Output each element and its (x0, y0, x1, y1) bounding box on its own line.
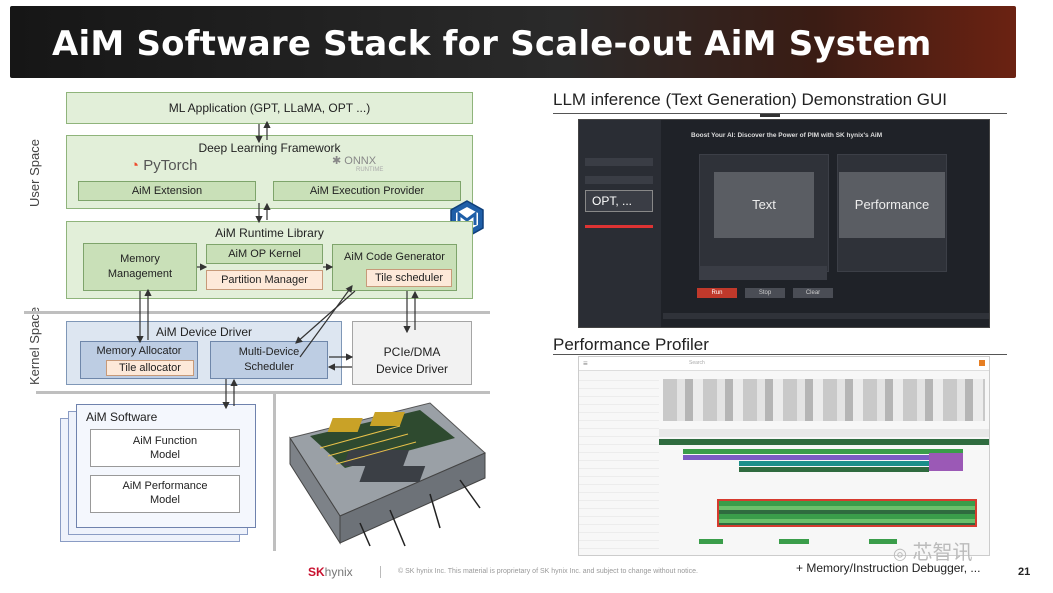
gui-prompt-input (699, 266, 827, 280)
title-bar (10, 6, 1016, 78)
code-generator-label: AiM Code Generator (344, 251, 445, 263)
function-model-label: AiM Function Model (132, 435, 198, 461)
gui-section-rule (553, 113, 1007, 114)
gui-sidebar-select-2 (585, 176, 653, 184)
wechat-icon: ◎ (893, 546, 907, 563)
footer-separator (380, 566, 381, 578)
gui-sidebar-select-1 (585, 158, 653, 166)
gui-clear-button: Clear (793, 288, 833, 298)
onnx-logo: ✱ ONNX (332, 154, 376, 167)
tile-scheduler-box: Tile scheduler (366, 269, 452, 287)
aim-execution-provider-box: AiM Execution Provider (273, 181, 461, 201)
memory-management-box (83, 243, 197, 291)
gui-rule-marker (760, 114, 780, 117)
watermark: ◎ 芯智讯 (893, 536, 973, 565)
partition-manager-box: Partition Manager (206, 270, 323, 290)
user-kernel-divider (24, 311, 490, 314)
pytorch-flame-icon: ◔ (130, 157, 140, 174)
footer-copyright: © SK hynix Inc. This material is proprie… (398, 568, 698, 575)
profiler-bar-8 (869, 539, 897, 544)
multi-device-scheduler-label: Multi-Device Scheduler (238, 346, 300, 373)
profiler-overview-track (663, 379, 985, 421)
device-driver-label: AiM Device Driver (155, 325, 252, 339)
op-kernel-box: AiM OP Kernel (206, 244, 323, 264)
stack-connectors (136, 120, 419, 410)
profiler-bar-3 (739, 461, 939, 466)
gui-model-select: OPT, ... (585, 190, 653, 212)
tile-allocator-box: Tile allocator (106, 360, 194, 376)
pcie-driver-box (352, 321, 472, 385)
gui-slider (585, 225, 653, 228)
profiler-search: Search (689, 360, 705, 366)
profiler-bar-6 (699, 539, 723, 544)
framework-label: Deep Learning Framework (198, 141, 341, 155)
profiler-bar-4 (739, 467, 929, 472)
profiler-row-labels (579, 373, 659, 555)
sk-hynix-logo: SKhynix (308, 565, 353, 579)
page-number: 21 (1018, 566, 1031, 578)
profiler-record-icon (979, 360, 985, 366)
gui-section-title: LLM inference (Text Generation) Demonstr… (553, 90, 948, 109)
gui-performance-panel: Performance (839, 172, 945, 238)
gui-sidebar (579, 120, 661, 327)
server-hardware-image (280, 398, 492, 548)
multi-device-scheduler-box (210, 341, 328, 379)
profiler-bar-1 (683, 449, 963, 454)
profiler-screenshot: ≡ Search (578, 356, 990, 556)
pcie-driver-label: PCIe/DMA Device Driver (375, 345, 448, 376)
onnx-icon: ✱ (332, 155, 342, 167)
runtime-library-label: AiM Runtime Library (215, 226, 324, 240)
gui-text-panel: Text (714, 172, 814, 238)
debugger-note: + Memory/Instruction Debugger, ... (796, 561, 981, 575)
memory-allocator-label: Memory Allocator (96, 345, 182, 357)
profiler-group-header (579, 429, 989, 437)
slide-title: AiM Software Stack for Scale-out AiM Sys… (52, 24, 932, 64)
profiler-menu-icon: ≡ (583, 359, 588, 368)
vertical-divider (273, 391, 276, 551)
gui-stop-button: Stop (745, 288, 785, 298)
profiler-bar-7 (779, 539, 809, 544)
gui-heading: Boost Your AI: Discover the Power of PIM… (691, 132, 883, 139)
logo-hynix: hynix (324, 565, 353, 579)
onnx-runtime-label: RUNTIME (356, 167, 384, 173)
performance-model-label: AiM Performance Model (122, 480, 208, 506)
function-model-box (90, 429, 240, 467)
aim-extension-box: AiM Extension (78, 181, 256, 201)
demo-gui-screenshot: OPT, ... Boost Your AI: Discover the Pow… (578, 119, 990, 328)
kernel-bottom-divider (36, 391, 490, 394)
logo-sk: SK (308, 565, 325, 579)
profiler-bar-5 (929, 453, 963, 471)
profiler-toolbar (579, 357, 989, 371)
pytorch-label: PyTorch (143, 157, 198, 174)
onnx-label: ONNX (344, 155, 377, 167)
profiler-bar-2 (683, 455, 958, 460)
profiler-section-rule (553, 354, 1007, 355)
gui-run-button: Run (697, 288, 737, 298)
profiler-section-title: Performance Profiler (553, 335, 709, 354)
memory-management-label: Memory Management (107, 253, 173, 280)
pytorch-logo: ◔ PyTorch (130, 157, 197, 174)
gui-footer-bar (663, 313, 989, 319)
profiler-zoom-region (717, 499, 977, 527)
watermark-text: 芯智讯 (912, 542, 973, 564)
software-label: AiM Software (86, 410, 158, 424)
performance-model-box (90, 475, 240, 513)
profiler-green-band (579, 439, 989, 445)
